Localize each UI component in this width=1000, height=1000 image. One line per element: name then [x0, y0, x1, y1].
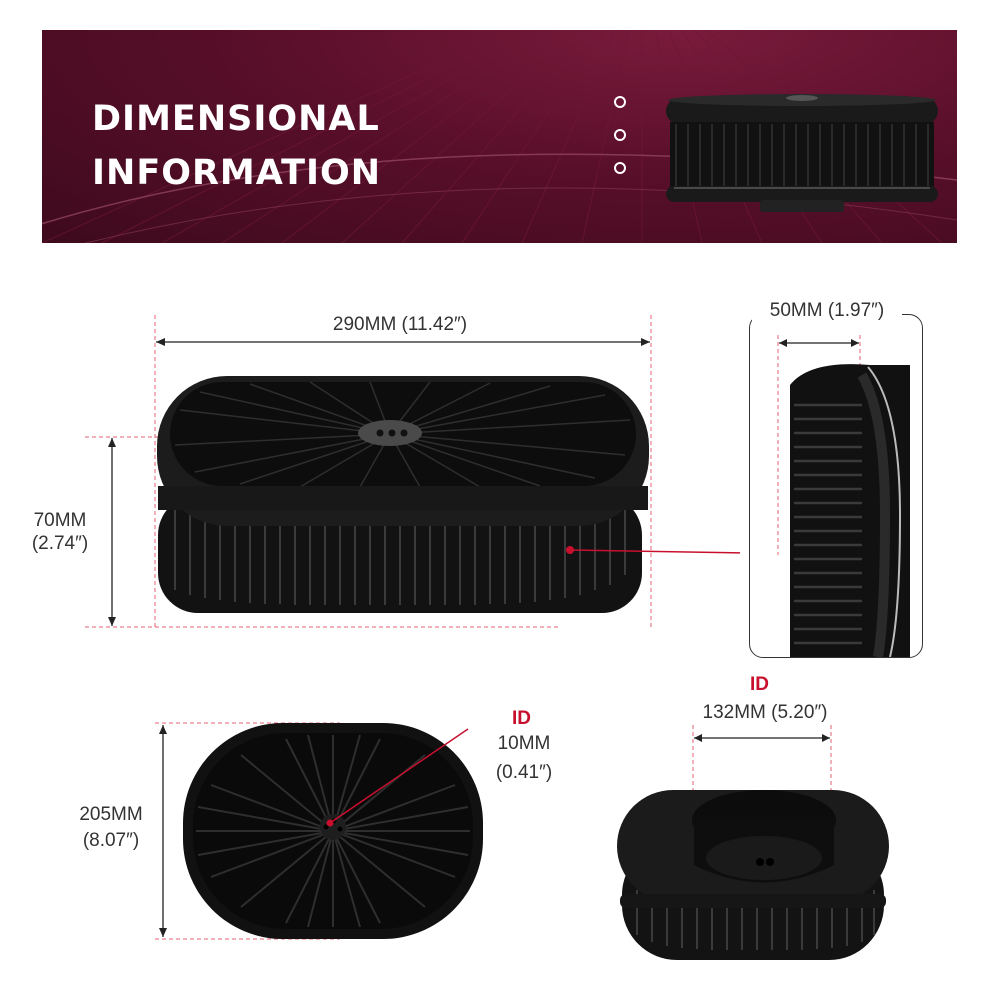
inlet-id-dimension: 132MM (5.20″) [702, 702, 828, 723]
banner-title-line1: DIMENSIONAL [92, 99, 380, 139]
width-dimension-in: (8.07″) [82, 830, 140, 851]
width-dimension-mm: 205MM [79, 804, 143, 825]
bullet-dot-icon [614, 96, 626, 108]
header-banner: DIMENSIONAL INFORMATION [42, 30, 957, 243]
banner-product-image [666, 94, 938, 212]
filter-element-closeup [777, 335, 910, 657]
bullet-dot-icon [614, 162, 626, 174]
banner-title: DIMENSIONAL INFORMATION [92, 92, 381, 200]
hole-id-in: (0.41″) [495, 762, 553, 783]
bullet-dot-icon [614, 129, 626, 141]
length-dimension-label: 290MM (11.42″) [332, 314, 468, 335]
height-dimension-mm: 70MM [33, 510, 87, 531]
top-view-product [155, 722, 483, 940]
bottom-view-product [617, 725, 889, 960]
hole-id-mm: 10MM [497, 733, 551, 754]
hole-id-label: ID [512, 708, 531, 729]
element-height-dimension-label: 50MM (1.97″) [752, 300, 902, 322]
height-dimension-in: (2.74″) [31, 533, 89, 554]
banner-title-line2: INFORMATION [92, 153, 382, 193]
filter-element-detail-box [749, 314, 923, 658]
inlet-id-label: ID [750, 674, 769, 695]
main-product-view [85, 315, 740, 630]
